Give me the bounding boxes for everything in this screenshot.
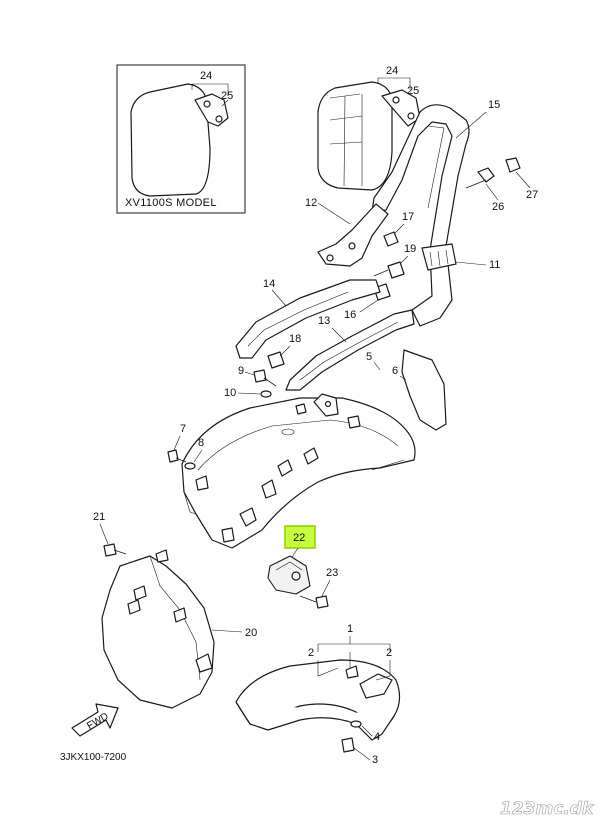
rear-fender-lower: 1 2 2 4 3 xyxy=(235,623,401,766)
bolt-21: 21 xyxy=(93,511,127,557)
bolt-9-icon xyxy=(253,369,267,383)
backrest-pad xyxy=(317,81,393,191)
bolt-26-icon xyxy=(477,167,495,183)
callout-8: 8 xyxy=(198,437,204,449)
bolt-19-icon xyxy=(387,261,405,279)
callout-13: 13 xyxy=(318,315,330,327)
rear-fender xyxy=(181,393,416,549)
sissy-bar-upright xyxy=(371,104,470,327)
bolt-9-washer-10: 9 10 xyxy=(224,365,277,399)
callout-15: 15 xyxy=(488,99,500,111)
callout-9: 9 xyxy=(238,365,244,377)
fwd-arrow-icon xyxy=(71,703,119,737)
bolt-17-icon xyxy=(383,231,399,247)
bolt-18: 18 xyxy=(267,333,301,369)
inset-xv1100s: XV1100S MODEL 24 25 xyxy=(116,64,246,214)
callout-2-right: 2 xyxy=(386,647,392,659)
side-panel-6 xyxy=(401,349,447,431)
callout-17: 17 xyxy=(402,211,414,223)
rail-13 xyxy=(285,309,415,391)
bracket-12: 12 xyxy=(305,197,389,267)
callout-12: 12 xyxy=(305,197,317,209)
washer-8-icon xyxy=(184,462,196,470)
callout-16: 16 xyxy=(344,309,356,321)
callout-7: 7 xyxy=(180,423,186,435)
sissy-bar-frame: 15 11 xyxy=(371,99,500,327)
callout-23: 23 xyxy=(326,567,338,579)
inner-fender-20: 20 xyxy=(101,549,257,709)
callout-25: 25 xyxy=(407,85,419,97)
screw-23-icon xyxy=(315,595,329,609)
watermark-logo: 123mc.dk xyxy=(500,799,595,819)
inset-backrest-pad xyxy=(130,83,211,197)
bolt-21-icon xyxy=(103,543,117,557)
bolts-26-27: 26 27 xyxy=(465,157,538,213)
callout-18: 18 xyxy=(289,333,301,345)
inset-title: XV1100S MODEL xyxy=(125,197,217,209)
diagram-code: 3JKX100-7200 xyxy=(60,752,127,763)
callout-27: 27 xyxy=(526,189,538,201)
callout-25-inset: 25 xyxy=(221,90,233,102)
callout-2-left: 2 xyxy=(308,647,314,659)
part-22-clip xyxy=(267,555,311,595)
fwd-arrow: FWD xyxy=(71,703,119,737)
fender-lower-bracket xyxy=(359,673,393,699)
callout-22-box[interactable] xyxy=(284,525,316,549)
fwd-label: FWD xyxy=(85,711,110,732)
rear-fender-shell xyxy=(181,397,416,549)
part-22-highlight[interactable]: 22 xyxy=(267,525,316,595)
washer-10-icon xyxy=(260,390,272,398)
callout-6: 6 xyxy=(392,365,398,377)
callout-26: 26 xyxy=(492,201,504,213)
callout-14: 14 xyxy=(263,278,275,290)
bolt-27-icon xyxy=(505,157,521,173)
bolt-7-icon xyxy=(167,449,179,463)
callout-24: 24 xyxy=(386,65,398,77)
callout-20: 20 xyxy=(245,627,257,639)
callout-3: 3 xyxy=(372,754,378,766)
screw-23: 23 xyxy=(299,567,338,609)
callout-21: 21 xyxy=(93,511,105,523)
side-panel: 5 6 xyxy=(366,349,447,431)
callout-10: 10 xyxy=(224,387,236,399)
inner-fender-body xyxy=(101,555,215,709)
callout-11: 11 xyxy=(489,259,500,271)
bolt-3-icon xyxy=(341,737,355,753)
callout-1: 1 xyxy=(347,623,353,635)
side-rails: 14 13 xyxy=(235,278,415,391)
bracket-12-body xyxy=(317,203,389,267)
callout-24-inset: 24 xyxy=(200,70,212,82)
rail-14 xyxy=(235,279,381,359)
callout-4: 4 xyxy=(374,731,380,743)
bolts-7-8: 7 8 xyxy=(167,423,204,470)
callout-5: 5 xyxy=(366,351,372,363)
callout-22: 22 xyxy=(293,532,305,544)
backrest-assembly: 24 25 xyxy=(317,65,421,191)
washer-4-icon xyxy=(350,720,362,728)
callout-19: 19 xyxy=(404,243,416,255)
